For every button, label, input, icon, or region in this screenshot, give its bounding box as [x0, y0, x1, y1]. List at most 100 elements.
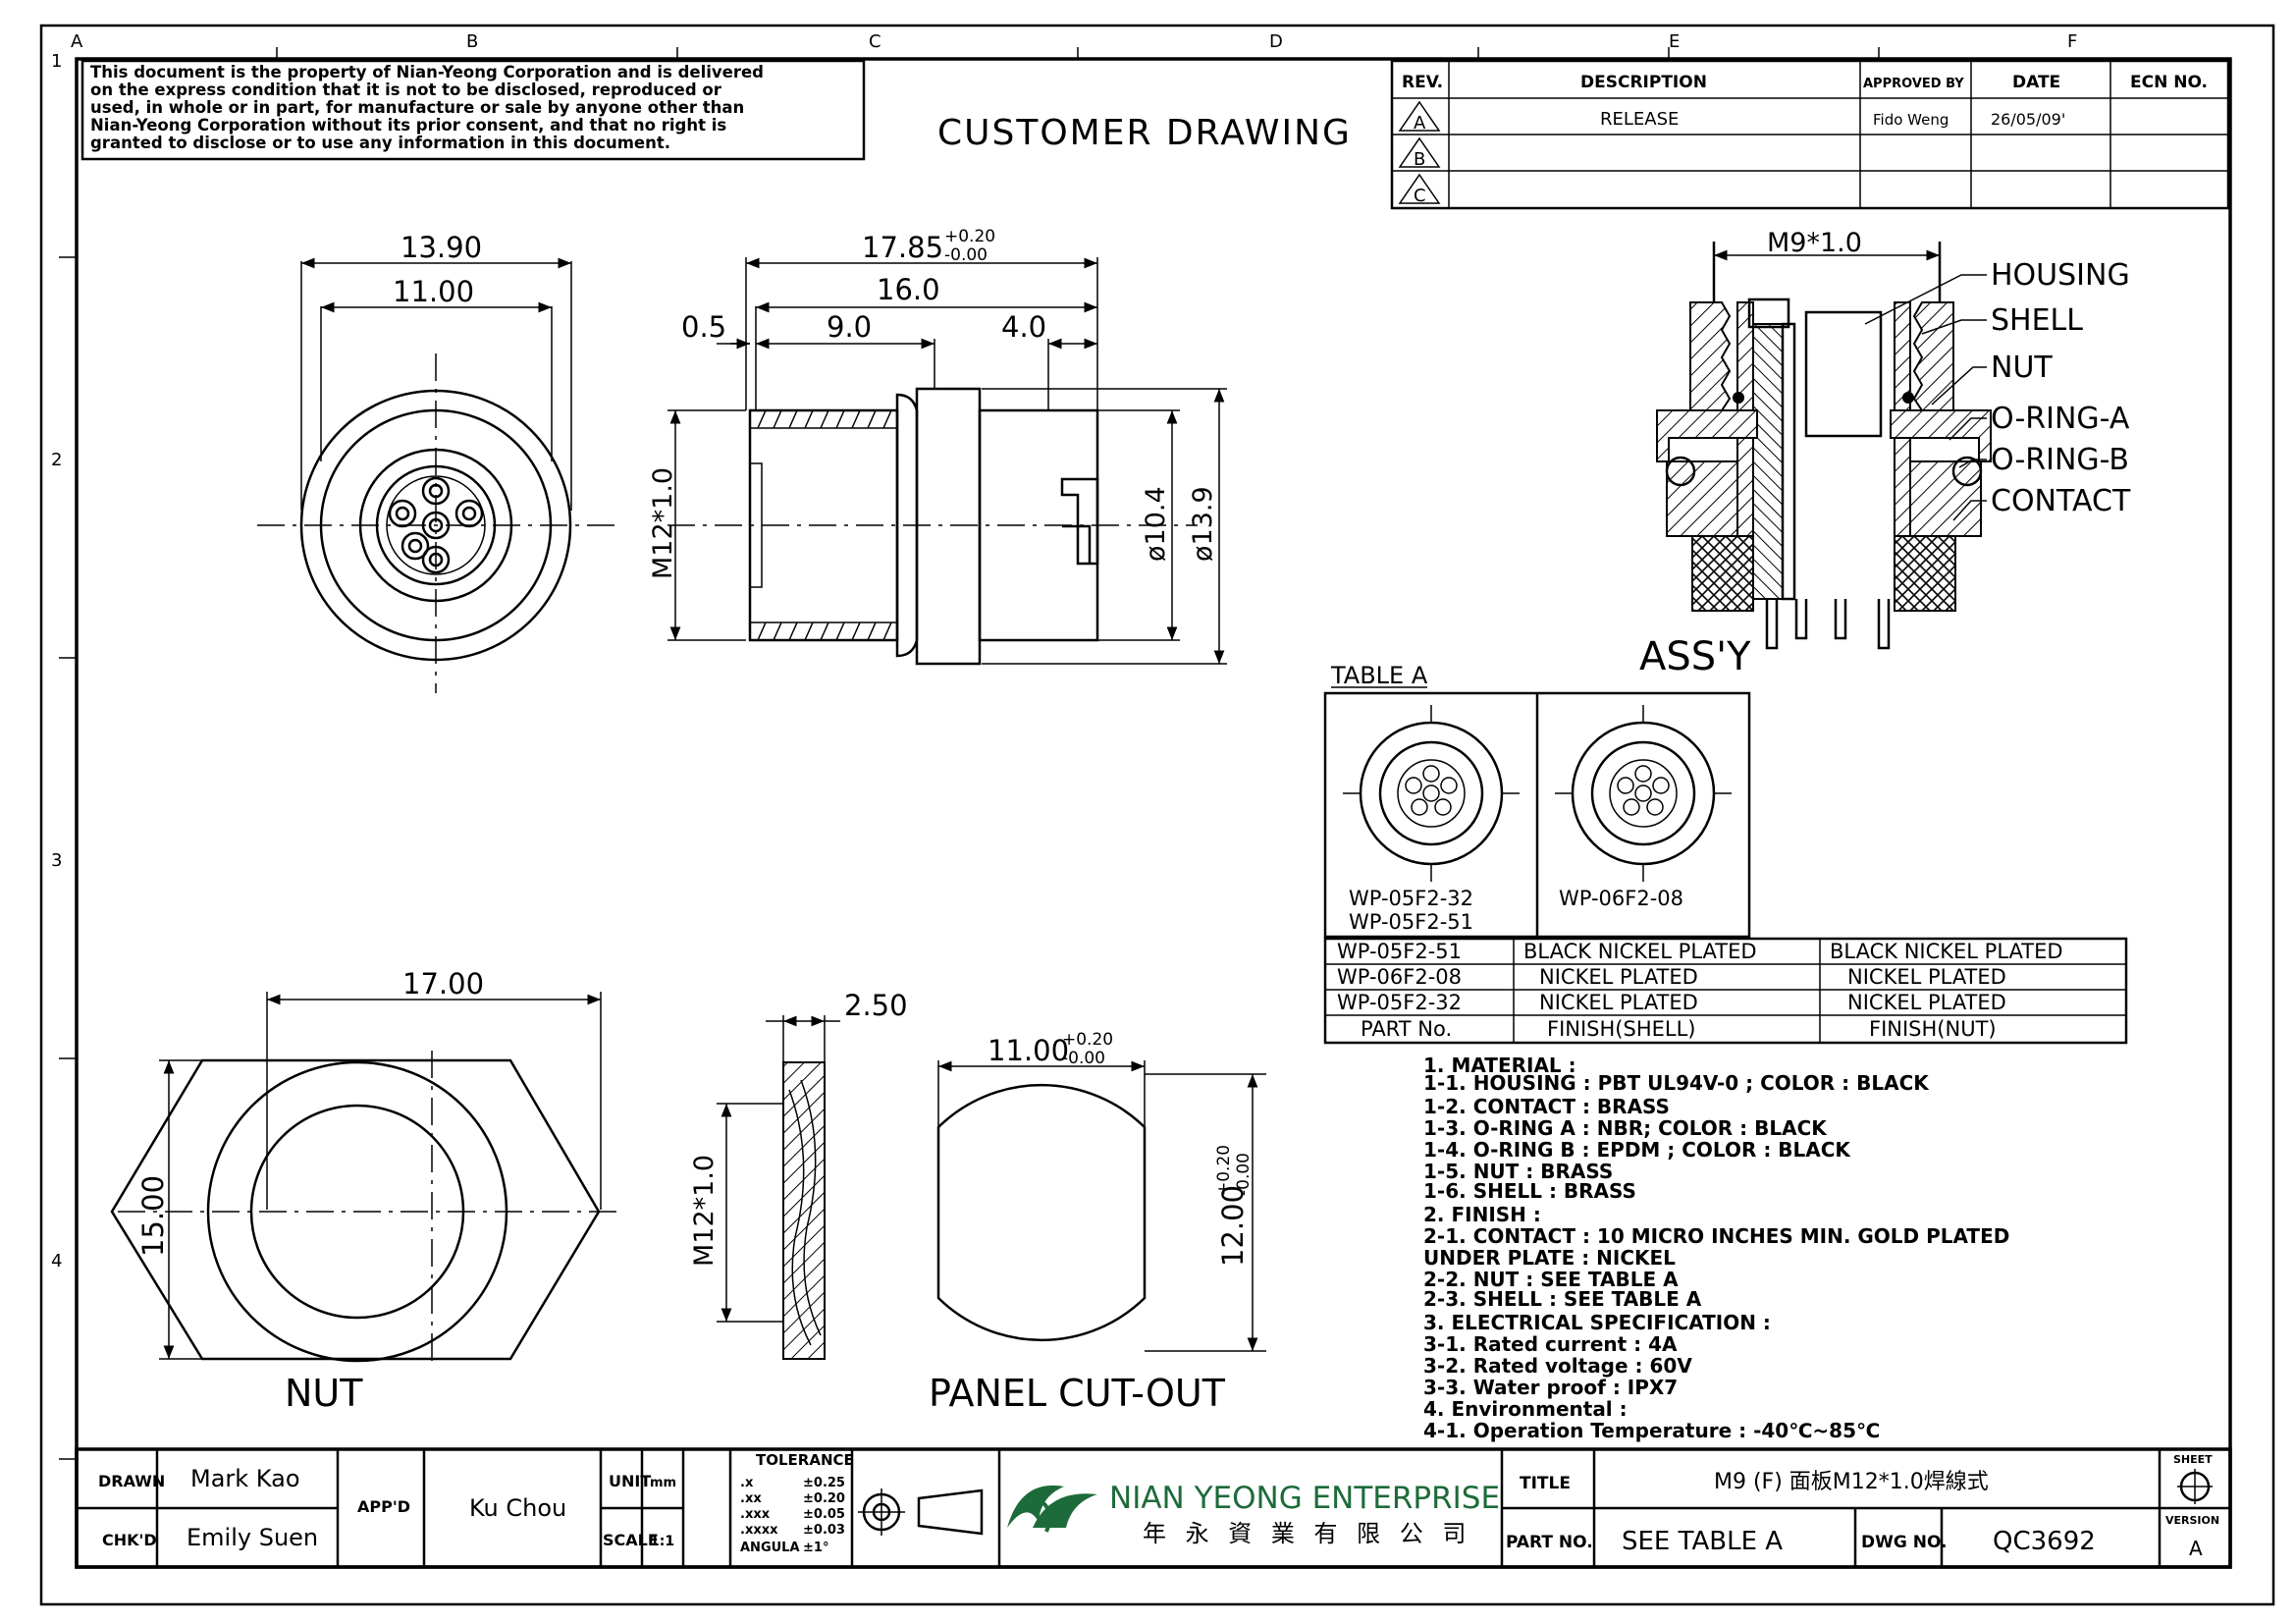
zone-col-a: A: [71, 31, 83, 52]
assembly-caption: ASS'Y: [1639, 634, 1751, 679]
ecn-header: ECN NO.: [2130, 73, 2208, 92]
finish-nut-cell: NICKEL PLATED: [1847, 965, 2006, 989]
notice-line: on the express condition that it is not …: [90, 81, 722, 99]
notice-line: used, in whole or in part, for manufactu…: [90, 98, 744, 117]
side-view: 17.85 +0.20 -0.00 16.0 0.5 9.0 4.0 M12*1…: [648, 227, 1227, 666]
cutout-width-tol-upper: +0.20: [1062, 1030, 1113, 1050]
rev-approved-by: Fido Weng: [1873, 111, 1949, 129]
dwg-no-label: DWG NO.: [1861, 1533, 1948, 1552]
tol-key: .x: [740, 1476, 754, 1490]
thread-m12: M12*1.0: [648, 467, 678, 579]
note-line: 3-1. Rated current : 4A: [1423, 1332, 1678, 1356]
approved-by: Ku Chou: [469, 1494, 566, 1522]
cutout-height-tol-upper: +0.20: [1214, 1145, 1234, 1196]
notice-line: Nian-Yeong Corporation without its prior…: [90, 116, 726, 135]
table-a: TABLE A WP-05F2-32 WP-05F2-51 WP-06F2-08: [1323, 662, 2128, 1045]
rev-letter: A: [1414, 113, 1426, 134]
title-block: DRAWN CHK'D APP'D UNIT SCALE mm 1:1 TOLE…: [75, 1447, 2232, 1569]
tolerance-upper: +0.20: [944, 227, 995, 246]
rev-triangle-icon: [1398, 100, 1441, 204]
finish-shell-cell: NICKEL PLATED: [1539, 991, 1698, 1014]
dim-0-5: 0.5: [681, 310, 726, 344]
tolerance-lower: -0.00: [944, 245, 988, 265]
tolerance-label: TOLERANCE: [756, 1451, 854, 1469]
tol-key: ANGULA: [740, 1541, 800, 1555]
pic-label: WP-05F2-51: [1349, 910, 1473, 934]
cutout-width-tol-lower: -0.00: [1062, 1049, 1105, 1068]
drawn-by: Mark Kao: [190, 1465, 300, 1492]
border-zone-markers: A B C D E F 1 2 3 4: [51, 31, 2077, 1460]
finish-nut-cell: BLACK NICKEL PLATED: [1830, 940, 2063, 963]
part-no-header: PART No.: [1361, 1017, 1452, 1041]
notice-line: This document is the property of Nian-Ye…: [90, 63, 764, 81]
note-line: 1-2. CONTACT : BRASS: [1423, 1095, 1670, 1118]
tol-value: ±0.03: [803, 1523, 845, 1538]
cutout-caption: PANEL CUT-OUT: [929, 1372, 1226, 1415]
pic-label: WP-06F2-08: [1559, 887, 1683, 910]
assembly-section: M9*1.0 ASS'Y HOUSING SHELL NUT O-RING-A …: [1639, 228, 2131, 679]
zone-col-e: E: [1669, 31, 1680, 52]
tol-key: .xxxx: [740, 1523, 778, 1538]
note-line: 4. Environmental :: [1423, 1397, 1628, 1421]
tol-value: ±1°: [803, 1541, 828, 1555]
cutout-height-tol-lower: -0.00: [1234, 1153, 1254, 1196]
note-line: 3. ELECTRICAL SPECIFICATION :: [1423, 1311, 1771, 1334]
version: A: [2189, 1537, 2203, 1560]
callout-o-ring-a: O-RING-A: [1991, 402, 2130, 436]
finish-nut-header: FINISH(NUT): [1869, 1017, 1997, 1041]
version-label: VERSION: [2165, 1514, 2219, 1527]
dim-11-00: 11.00: [393, 275, 474, 308]
drawn-label: DRAWN: [98, 1472, 165, 1490]
unit-value: mm: [650, 1476, 676, 1490]
dim-4-0: 4.0: [1001, 310, 1046, 344]
nut-caption: NUT: [285, 1372, 363, 1415]
notes: 1. MATERIAL : 1-1. HOUSING : PBT UL94V-0…: [1423, 1054, 2009, 1442]
company-name-chinese: 年 永 資 業 有 限 公 司: [1143, 1520, 1471, 1547]
callout-housing: HOUSING: [1991, 258, 2130, 293]
nut-view: 17.00 15.00 NUT: [110, 967, 618, 1415]
dim-13-90: 13.90: [400, 231, 482, 264]
scale-value: 1:1: [650, 1534, 674, 1549]
dim-11-00-cutout: 11.00: [988, 1034, 1069, 1067]
approved-header: APPROVED BY: [1863, 77, 1964, 91]
projection-symbol-icon: [858, 1488, 984, 1536]
date-header: DATE: [2012, 73, 2060, 92]
title-label: TITLE: [1520, 1474, 1571, 1493]
zone-row-2: 2: [51, 450, 62, 470]
dia-13-9: ø13.9: [1188, 486, 1218, 562]
dim-16-0: 16.0: [877, 273, 940, 306]
finish-shell-cell: NICKEL PLATED: [1539, 965, 1698, 989]
tol-key: .xxx: [740, 1507, 771, 1522]
zone-col-f: F: [2067, 31, 2077, 52]
tol-value: ±0.20: [803, 1491, 845, 1506]
nut-section: 2.50 M12*1.0: [689, 989, 908, 1360]
callout-nut: NUT: [1991, 351, 2053, 385]
part-no-label: PART NO.: [1506, 1533, 1593, 1552]
note-line: 3-2. Rated voltage : 60V: [1423, 1354, 1692, 1378]
dim-2-50: 2.50: [844, 989, 908, 1022]
thread-lines: [757, 409, 892, 641]
table-a-title: TABLE A: [1330, 662, 1428, 689]
note-line: 2. FINISH :: [1423, 1203, 1541, 1226]
note-line: 1-5. NUT : BRASS: [1423, 1160, 1613, 1183]
zone-row-1: 1: [51, 51, 62, 72]
connector-face-icon: [1555, 705, 1732, 882]
finish-shell-header: FINISH(SHELL): [1547, 1017, 1695, 1041]
rev-date: 26/05/09': [1991, 110, 2065, 129]
drawing-header-title: CUSTOMER DRAWING: [937, 113, 1352, 153]
tol-value: ±0.25: [803, 1476, 845, 1490]
dim-9-0: 9.0: [827, 310, 872, 344]
revision-table: REV. DESCRIPTION APPROVED BY DATE ECN NO…: [1390, 59, 2230, 210]
chkd-label: CHK'D: [102, 1531, 157, 1549]
part-no-cell: WP-05F2-32: [1337, 991, 1462, 1014]
checked-by: Emily Suen: [187, 1524, 318, 1551]
note-line: 1-4. O-RING B : EPDM ; COLOR : BLACK: [1423, 1138, 1851, 1162]
part-no-cell: WP-06F2-08: [1337, 965, 1462, 989]
tol-key: .xx: [740, 1491, 762, 1506]
scale-label: SCALE: [603, 1531, 659, 1549]
callout-contact: CONTACT: [1991, 484, 2131, 518]
zone-col-c: C: [869, 31, 881, 52]
panel-cutout: 11.00 +0.20 -0.00 12.00 +0.20 -0.00 PANE…: [929, 1030, 1266, 1415]
note-line: 2-2. NUT : SEE TABLE A: [1423, 1268, 1679, 1291]
